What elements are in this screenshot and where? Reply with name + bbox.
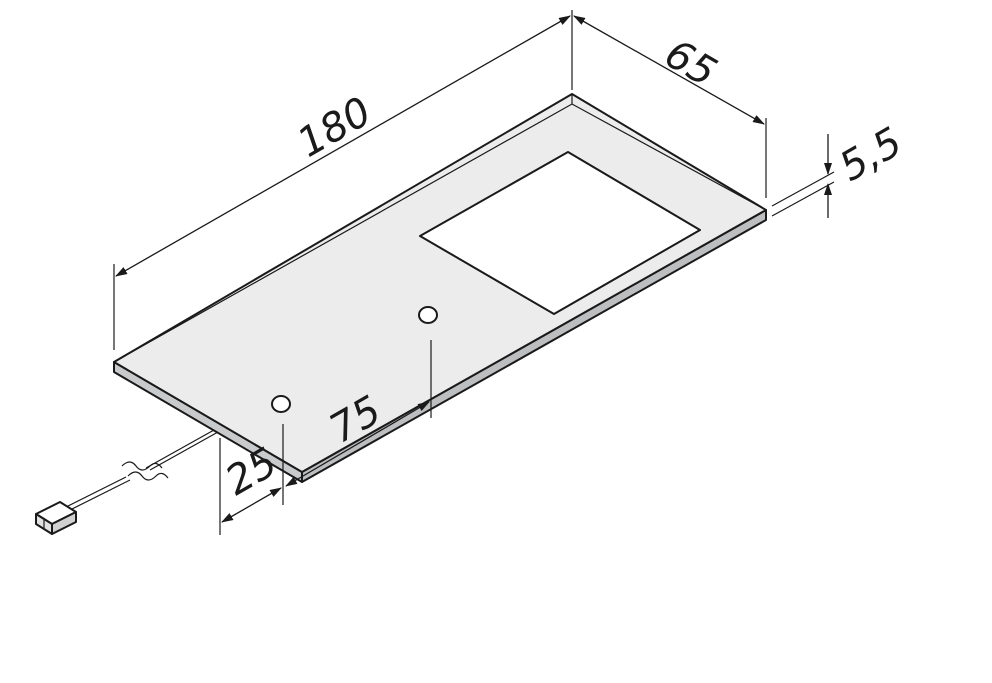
- mount-hole-icon: [418, 306, 438, 324]
- mount-hole-icon: [271, 395, 291, 413]
- width-label: 65: [657, 31, 724, 96]
- length-label: 180: [290, 89, 379, 167]
- fixture-top-face: [113, 93, 767, 473]
- height-label: 5,5: [832, 119, 910, 191]
- plug-connector-icon: [35, 501, 77, 535]
- power-cable: [35, 429, 219, 535]
- dimension-height: 5,5: [771, 119, 910, 218]
- light-fixture: [113, 93, 767, 483]
- wavy-break-icon: [121, 461, 163, 471]
